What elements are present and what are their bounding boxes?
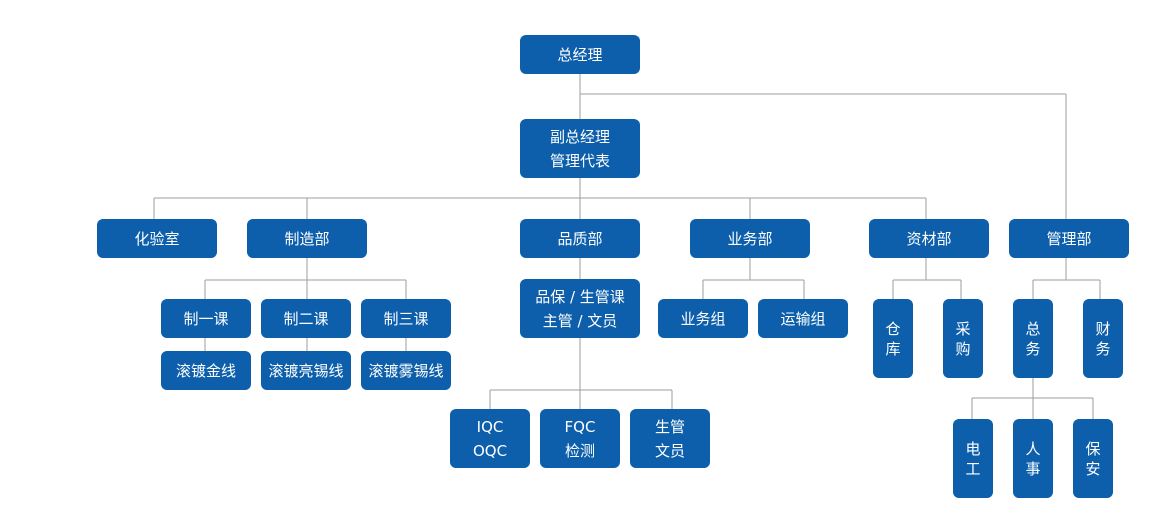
node-iqc-oqc: IQC OQC [450, 409, 530, 468]
node-label: 制三课 [383, 309, 429, 328]
node-purchasing: 采购 [943, 299, 983, 378]
node-label: 品保 / 生管课 主管 / 文员 [535, 287, 625, 330]
node-manufacturing: 制造部 [247, 219, 367, 258]
node-label: 总经理 [557, 45, 603, 64]
node-label: 采购 [955, 319, 971, 358]
node-transport-group: 运输组 [758, 299, 848, 338]
node-admin: 管理部 [1009, 219, 1129, 258]
node-label: 制造部 [284, 229, 330, 248]
node-general-manager: 总经理 [520, 35, 640, 74]
node-label: 滚镀雾锡线 [368, 361, 444, 380]
node-qa-team: 品保 / 生管课 主管 / 文员 [520, 279, 640, 338]
node-label: 仓库 [885, 319, 901, 358]
node-label: 电工 [965, 439, 981, 478]
node-label: 财务 [1095, 319, 1111, 358]
node-fqc: FQC 检测 [540, 409, 620, 468]
node-label: 化验室 [134, 229, 180, 248]
node-section-2: 制二课 [261, 299, 351, 338]
node-label: 总务 [1025, 319, 1041, 358]
node-label: 副总经理 管理代表 [549, 127, 610, 170]
node-label: FQC 检测 [564, 417, 596, 460]
node-label: 人事 [1025, 439, 1041, 478]
node-pc-clerk: 生管 文员 [630, 409, 710, 468]
node-label: 业务组 [680, 309, 726, 328]
node-lab: 化验室 [97, 219, 217, 258]
node-finance: 财务 [1083, 299, 1123, 378]
node-electrician: 电工 [953, 419, 993, 498]
node-section-1: 制一课 [161, 299, 251, 338]
node-label: 保安 [1085, 439, 1101, 478]
node-warehouse: 仓库 [873, 299, 913, 378]
node-quality: 品质部 [520, 219, 640, 258]
node-sales-group: 业务组 [658, 299, 748, 338]
node-line-matte-tin: 滚镀雾锡线 [361, 351, 451, 390]
node-general-affairs: 总务 [1013, 299, 1053, 378]
node-label: 生管 文员 [654, 417, 685, 460]
node-label: 品质部 [557, 229, 603, 248]
node-label: 滚镀金线 [175, 361, 236, 380]
node-label: 制二课 [283, 309, 329, 328]
node-line-gold: 滚镀金线 [161, 351, 251, 390]
node-section-3: 制三课 [361, 299, 451, 338]
node-label: IQC OQC [472, 417, 508, 460]
node-label: 滚镀亮锡线 [268, 361, 344, 380]
node-label: 资材部 [906, 229, 952, 248]
node-materials: 资材部 [869, 219, 989, 258]
node-deputy-gm: 副总经理 管理代表 [520, 119, 640, 178]
node-hr: 人事 [1013, 419, 1053, 498]
node-line-bright-tin: 滚镀亮锡线 [261, 351, 351, 390]
node-label: 管理部 [1046, 229, 1092, 248]
node-security: 保安 [1073, 419, 1113, 498]
node-label: 业务部 [727, 229, 773, 248]
node-label: 制一课 [183, 309, 229, 328]
node-sales: 业务部 [690, 219, 810, 258]
node-label: 运输组 [780, 309, 826, 328]
